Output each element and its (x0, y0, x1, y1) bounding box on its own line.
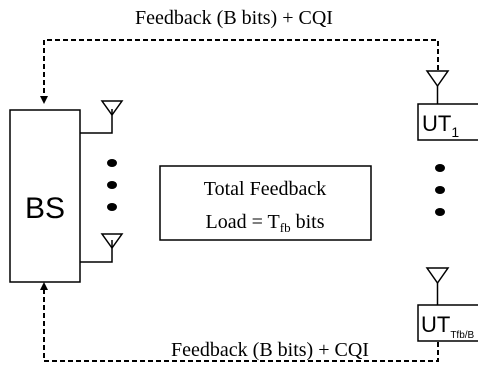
feedback-top-label: Feedback (B bits) + CQI (135, 7, 333, 29)
total-feedback-box (159, 165, 372, 241)
ut1-label-main: UT (422, 111, 451, 136)
ut1-antenna-icon (425, 70, 450, 104)
ut-last-box (417, 304, 478, 342)
load-subscript: fb (280, 220, 291, 235)
base-station-label: BS (25, 192, 65, 225)
total-feedback-line2: Load = Tfb bits (206, 211, 325, 235)
ut1-label: UT1 (422, 111, 459, 140)
bs-antenna-icon (80, 100, 124, 134)
ut-last-label-main: UT (421, 312, 450, 337)
ut-last-label-subscript: Tfb/B (450, 330, 474, 341)
feedback-bottom-label: Feedback (B bits) + CQI (171, 339, 369, 361)
load-suffix: bits (291, 211, 325, 233)
base-station-box (9, 109, 81, 283)
ut-last-antenna-icon (425, 267, 450, 305)
ut-ellipsis-dots (435, 164, 445, 216)
ut-last-label: UTTfb/B (421, 312, 475, 341)
feedback-bottom-path (40, 282, 439, 362)
bs-antenna-icon (80, 233, 124, 263)
bs-ellipsis-dots (107, 159, 117, 211)
ut1-label-subscript: 1 (451, 124, 459, 140)
load-prefix: Load = T (206, 211, 280, 233)
feedback-top-path (40, 39, 439, 104)
ut1-box (417, 103, 478, 141)
total-feedback-line1: Total Feedback (204, 178, 326, 200)
